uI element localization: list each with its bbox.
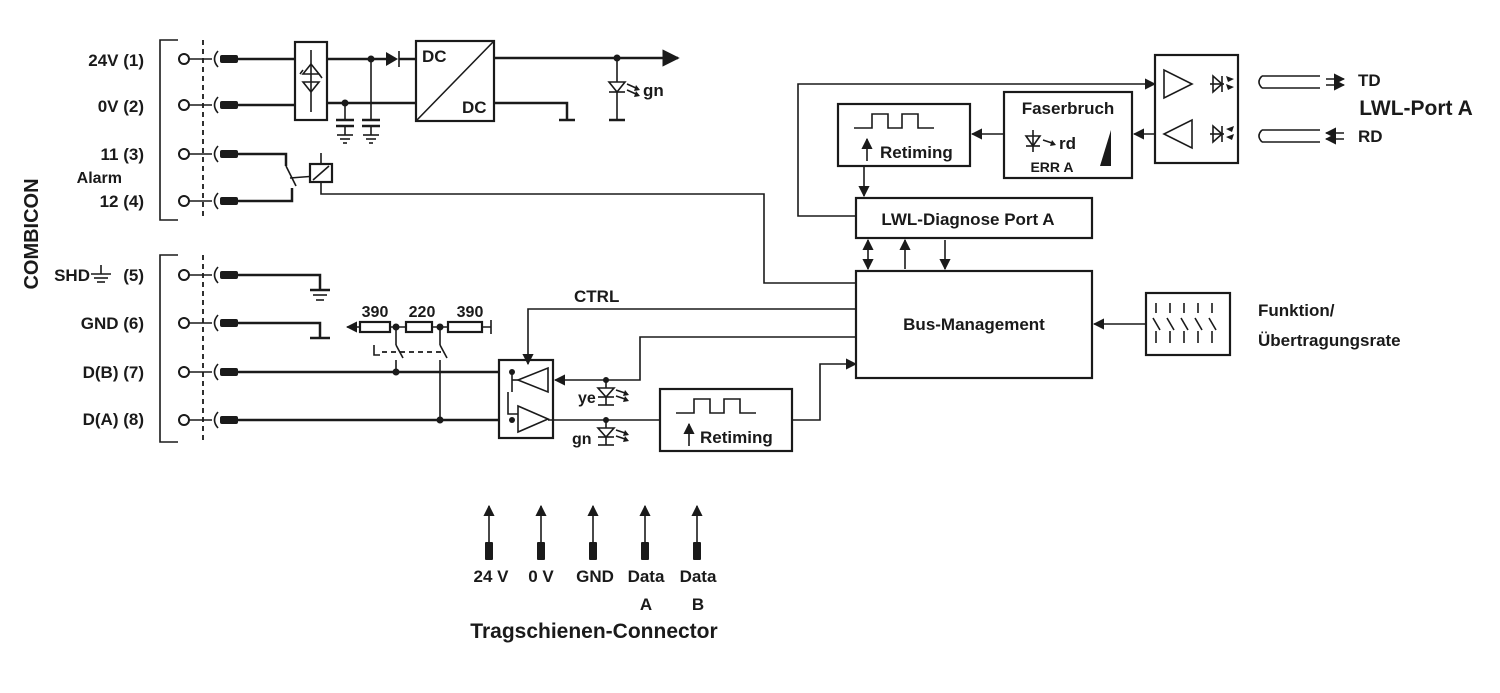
lwl-diagnose-block	[854, 196, 1094, 240]
fiber-rd-connector	[1258, 127, 1344, 145]
bus-management-block	[854, 269, 1094, 380]
combicon-bracket-top	[159, 39, 178, 221]
combicon-label: COMBICON	[21, 178, 43, 289]
terminal-5-number: (5)	[123, 266, 144, 285]
rail-pin-sublabel: B	[692, 595, 704, 614]
optical-transceiver	[1153, 53, 1240, 165]
node-data-a	[436, 416, 444, 424]
terminal-2-label: 0V (2)	[98, 97, 144, 116]
terminal-6	[178, 314, 238, 332]
retiming-top-block: Retiming	[836, 102, 972, 168]
wire-ctrl	[522, 308, 856, 366]
protection-circuit	[293, 40, 329, 122]
alarm-relay-coil	[308, 153, 334, 184]
retiming-bottom-block: Retiming	[658, 387, 794, 453]
terminal-3-label: 11 (3)	[101, 145, 144, 164]
wire-shd	[238, 273, 322, 290]
rd-label: RD	[1358, 127, 1383, 146]
rail-pin-label: GND	[576, 567, 614, 586]
rail-pin-label: Data	[628, 567, 665, 586]
td-label: TD	[1358, 71, 1381, 90]
terminal-8-label: D(A) (8)	[83, 410, 144, 429]
wire-alarm-to-bus	[320, 182, 856, 284]
dip-label-line2: Übertragungsrate	[1258, 331, 1401, 350]
terminal-4-label: 12 (4)	[100, 192, 144, 211]
bus-management-label: Bus-Management	[903, 315, 1045, 334]
terminal-7-label: D(B) (7)	[83, 363, 144, 382]
terminal-7	[178, 363, 238, 381]
wire-retiming-to-bus	[792, 358, 858, 421]
resistor-390-left	[358, 320, 392, 334]
terminal-2	[178, 96, 238, 114]
alarm-label: Alarm	[77, 170, 122, 187]
rail-pin-data-a	[639, 504, 651, 560]
diode-icon	[386, 51, 400, 67]
rail-pin-gnd	[587, 504, 599, 560]
resistor-220	[404, 320, 434, 334]
retiming-top-label: Retiming	[880, 143, 953, 162]
terminal-5-label: SHD	[54, 266, 90, 285]
wire-alarm-12	[238, 188, 294, 203]
terminal-4	[178, 192, 238, 210]
retiming-bottom-label: Retiming	[700, 428, 773, 447]
wire-alarm-11	[238, 152, 288, 166]
rs485-transceiver	[497, 358, 555, 440]
resistor-label-390-left: 390	[362, 304, 389, 321]
resistor-label-220: 220	[409, 304, 436, 321]
dip-switch-block	[1144, 291, 1232, 357]
dc-dc-converter: DC DC	[414, 39, 496, 123]
power-led	[607, 54, 640, 122]
wire-dc-gnd	[494, 101, 569, 120]
filter-capacitors	[336, 55, 380, 144]
ctrl-label: CTRL	[574, 287, 619, 306]
fiber-td-connector	[1258, 73, 1346, 91]
rail-pin-label: Data	[680, 567, 717, 586]
shield-ground-icon	[91, 265, 111, 283]
fiber-error-led-label: rd	[1059, 134, 1076, 153]
combicon-bracket-bottom	[159, 254, 178, 443]
fiber-error-label: ERR A	[1030, 159, 1073, 175]
power-led-label: gn	[643, 81, 664, 100]
rail-pin-label: 0 V	[528, 567, 554, 586]
terminal-6-label: GND (6)	[81, 314, 144, 333]
fiber-error-led-icon	[1024, 130, 1056, 152]
terminal-8	[178, 411, 238, 429]
rs485-rx-led-label: gn	[572, 431, 592, 448]
signal-level-icon	[1100, 130, 1111, 166]
resistor-label-390-right: 390	[457, 304, 484, 321]
dip-label-line1: Funktion/	[1258, 301, 1335, 320]
rail-pin-data-b	[691, 504, 703, 560]
shd-ground-icon	[310, 288, 330, 301]
rail-pin-24v	[483, 504, 495, 560]
rail-pin-0v	[535, 504, 547, 560]
rs485-tx-led	[596, 377, 629, 406]
faserbruch-title: Faserbruch	[1022, 99, 1115, 118]
faserbruch-block: Faserbruch rd ERR A	[1002, 90, 1134, 180]
rs485-tx-led-label: ye	[578, 390, 596, 407]
terminal-1	[178, 50, 238, 68]
rail-pin-sublabel: A	[640, 595, 652, 614]
node-data-b	[392, 368, 400, 376]
terminal-3	[178, 145, 238, 163]
tx-led-icon	[1210, 74, 1234, 94]
termination-switch	[373, 327, 448, 420]
wire-tx-from-bus	[553, 336, 856, 386]
resistor-390-right	[446, 320, 484, 334]
lwl-port-label: LWL-Port A	[1359, 97, 1473, 120]
wire-gnd	[238, 321, 322, 338]
lwl-diagnose-label: LWL-Diagnose Port A	[881, 210, 1054, 229]
terminal-1-label: 24V (1)	[88, 51, 144, 70]
dc-out-label: DC	[462, 98, 487, 117]
wire-optical-tx	[797, 78, 1157, 217]
rail-connector-title: Tragschienen-Connector	[470, 620, 717, 643]
terminal-5	[178, 266, 238, 284]
rx-photodiode-icon	[1210, 124, 1234, 144]
rail-pin-label: 24 V	[474, 567, 510, 586]
rs485-rx-led	[596, 417, 629, 446]
dc-in-label: DC	[422, 47, 447, 66]
